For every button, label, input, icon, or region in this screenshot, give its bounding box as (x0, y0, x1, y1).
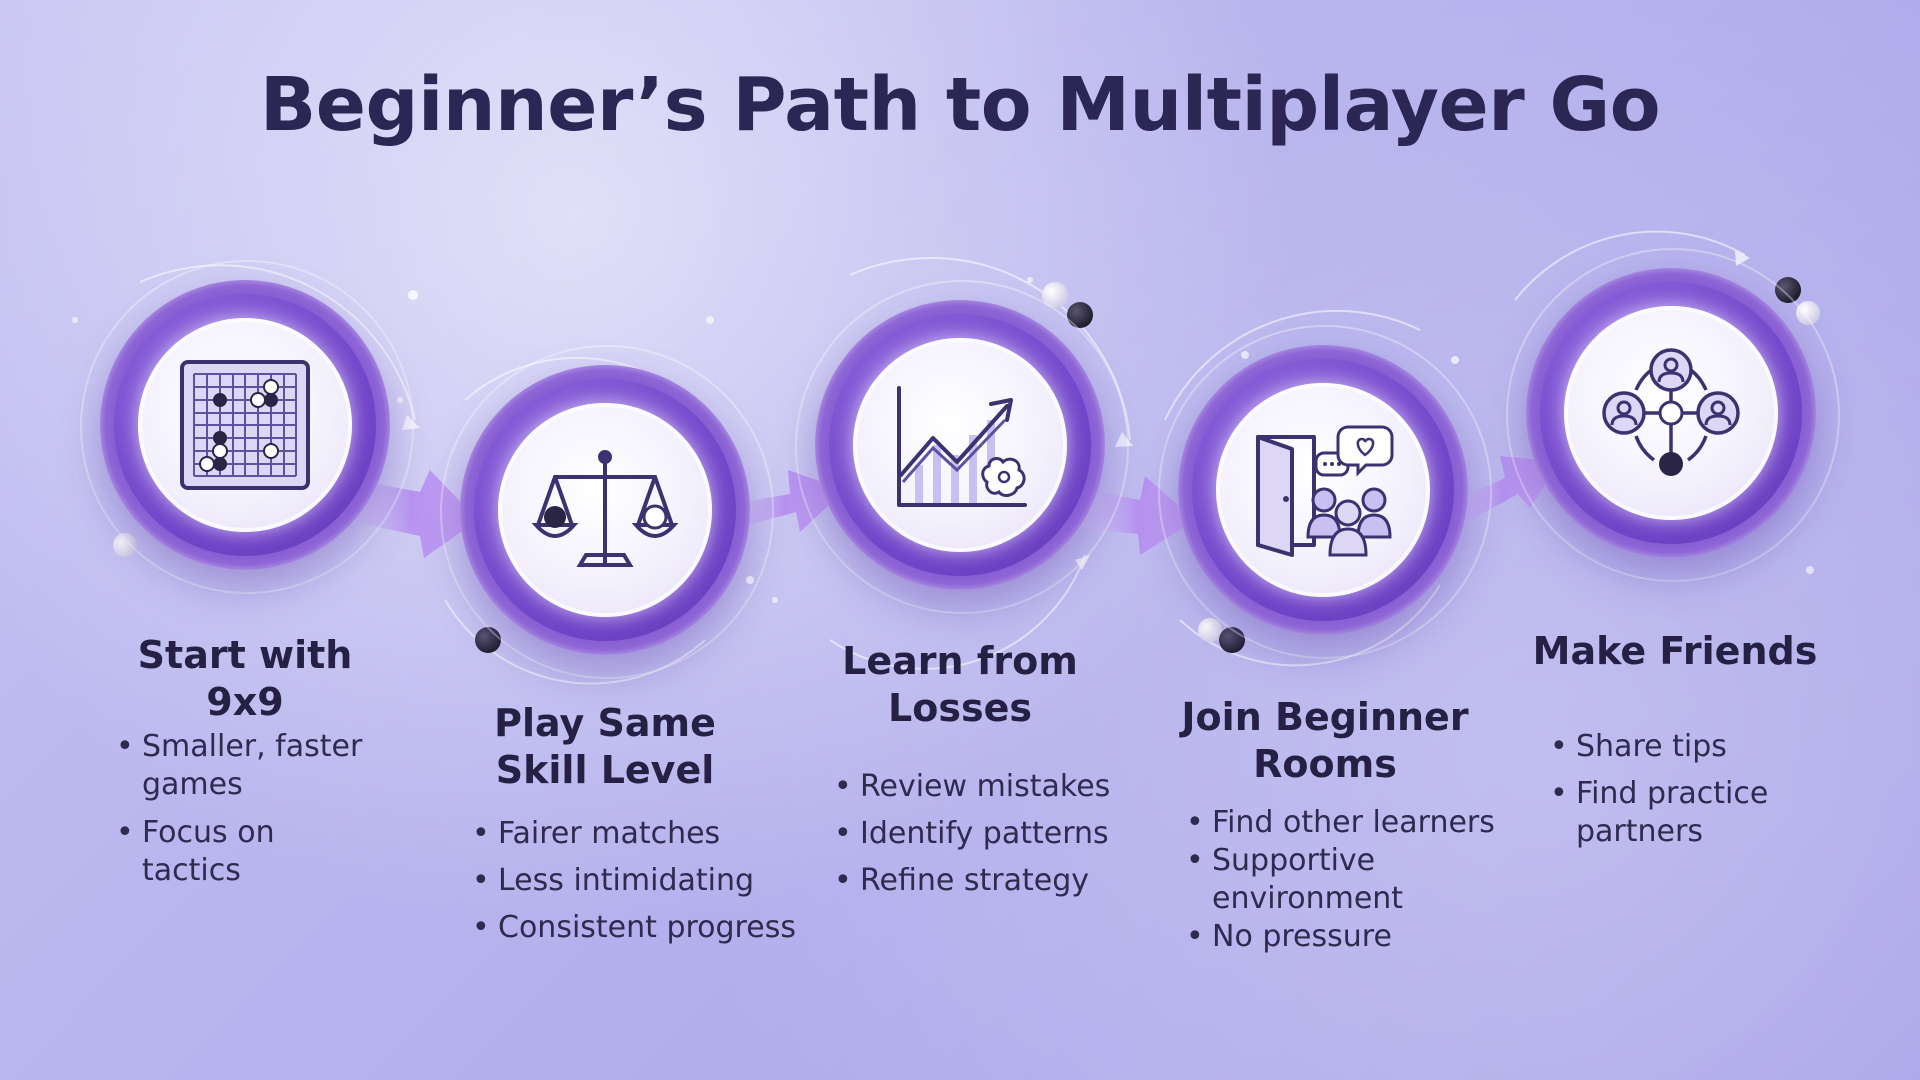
list-item: Review mistakes (830, 768, 1130, 806)
step-3-circle (795, 280, 1129, 614)
step-4-circle (1158, 325, 1492, 659)
step-3-bullets: Review mistakes Identify patterns Refine… (830, 768, 1130, 900)
heart-bubble-icon (1336, 425, 1394, 477)
step-4-bullets: Find other learners Supportive environme… (1182, 804, 1512, 956)
person-left (1602, 391, 1646, 435)
step-2-title: Play Same Skill Level (494, 701, 716, 792)
step-2-bullets: Fairer matches Less intimidating Consist… (468, 815, 798, 947)
list-item: Smaller, faster games (112, 728, 382, 804)
step-4-title: Join Beginner Rooms (1181, 695, 1469, 786)
step-5-bullets: Share tips Find practice partners (1546, 728, 1806, 851)
balance-scale-icon (531, 450, 679, 567)
list-item: Focus on tactics (112, 814, 382, 890)
step-3-title: Learn from Losses (842, 639, 1078, 730)
go-board-icon (180, 360, 310, 490)
step-1-bullets: Smaller, faster games Focus on tactics (112, 728, 382, 890)
progress-chart-brain-icon (897, 386, 1027, 507)
list-item: Share tips (1546, 728, 1806, 766)
step-5-title: Make Friends (1532, 629, 1818, 673)
list-item: Less intimidating (468, 862, 798, 900)
list-item: Refine strategy (830, 862, 1130, 900)
list-item: Find other learners (1182, 804, 1512, 842)
person-right (1696, 391, 1740, 435)
step-1-title: Start with 9x9 (137, 633, 353, 724)
list-item: Supportive environment (1182, 842, 1512, 918)
brain-icon (981, 457, 1026, 497)
list-item: Find practice partners (1546, 775, 1806, 851)
page-title: Beginner’s Path to Multiplayer Go (259, 62, 1661, 148)
step-2-circle (440, 345, 774, 679)
step-1-circle (80, 260, 414, 594)
person-top (1649, 348, 1693, 392)
network-people-icon (1602, 348, 1740, 476)
list-item: No pressure (1182, 918, 1512, 956)
step-5-circle (1506, 248, 1840, 582)
list-item: Identify patterns (830, 815, 1130, 853)
list-item: Fairer matches (468, 815, 798, 853)
list-item: Consistent progress (468, 909, 798, 947)
door-community-icon (1256, 425, 1394, 557)
